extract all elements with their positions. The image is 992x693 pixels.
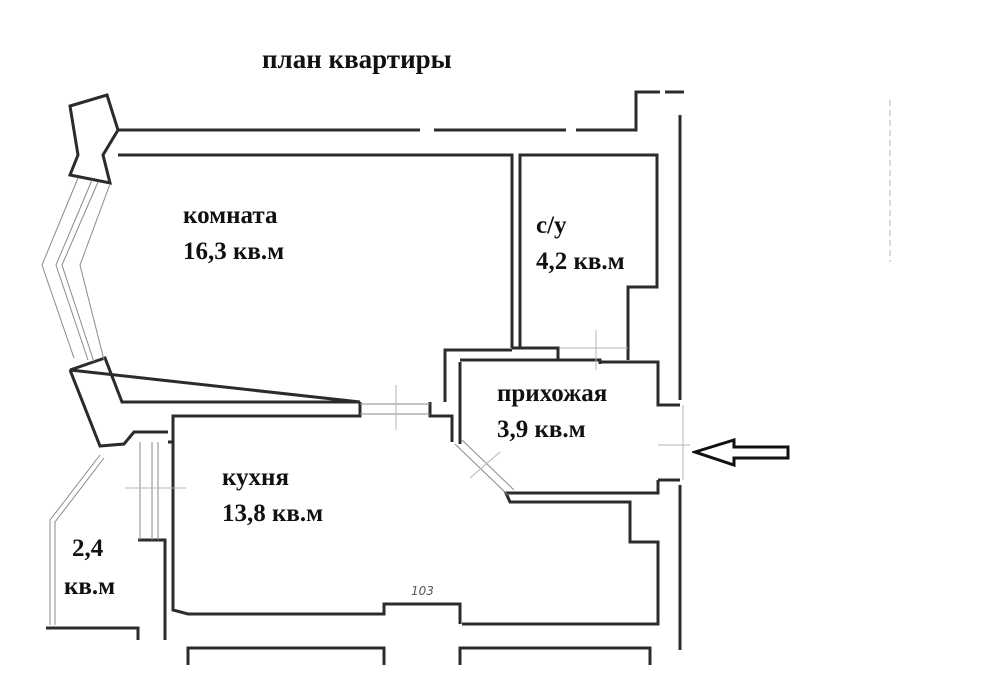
exterior-walls xyxy=(41,90,684,650)
plan-title: план квартиры xyxy=(262,44,452,74)
room-area: 13,8 кв.м xyxy=(222,500,324,527)
room-name: кухня xyxy=(222,464,289,491)
room-name: прихожая xyxy=(497,380,608,407)
room-name: с/у xyxy=(536,212,567,239)
room-label-balcony: 2,4 кв.м xyxy=(64,530,115,606)
room-walls xyxy=(46,100,891,665)
room-label-bathroom: с/у 4,2 кв.м xyxy=(536,208,625,280)
room-label-living: комната 16,3 кв.м xyxy=(183,198,284,270)
room-area: 4,2 кв.м xyxy=(536,248,625,275)
room-name: комната xyxy=(183,202,278,229)
room-label-kitchen: кухня 13,8 кв.м xyxy=(222,460,323,532)
room-area: 16,3 кв.м xyxy=(183,238,285,265)
room-label-hallway: прихожая 3,9 кв.м xyxy=(497,376,607,448)
dimension-label: 103 xyxy=(411,584,434,598)
arrow-left-icon xyxy=(692,438,790,468)
room-name: 2,4 xyxy=(72,535,104,562)
room-area: кв.м xyxy=(64,573,116,600)
room-area: 3,9 кв.м xyxy=(497,416,586,443)
